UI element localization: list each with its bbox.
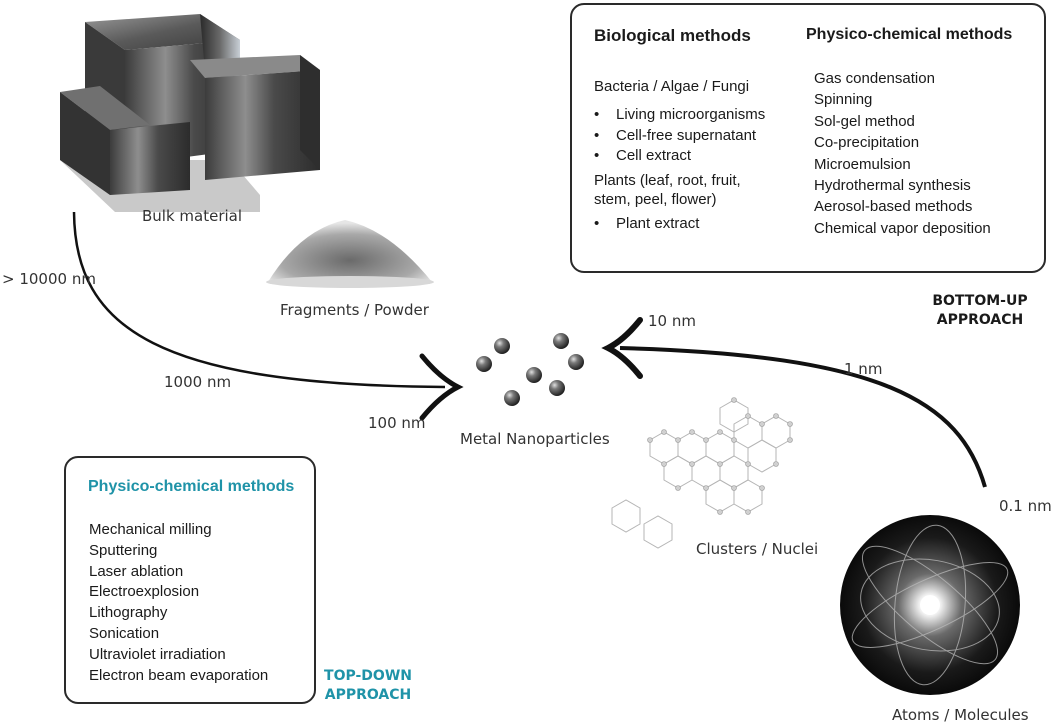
top-down-approach-line2: APPROACH: [324, 687, 412, 703]
list-item: Microemulsion: [814, 155, 911, 173]
bottom-up-approach-line1: BOTTOM-UP: [932, 293, 1028, 309]
bottom-up-physchem-title: Physico-chemical methods: [806, 26, 1013, 43]
top-down-methods-box: Physico-chemical methods Mechanical mill…: [64, 456, 316, 704]
plants-group-label-line2: stem, peel, flower): [594, 191, 717, 208]
list-item: Chemical vapor deposition: [814, 219, 991, 237]
list-item: Living microorganisms: [594, 105, 765, 126]
top-down-approach-label: TOP-DOWN APPROACH: [318, 667, 418, 705]
list-item: Lithography: [89, 604, 168, 622]
list-item: Spinning: [814, 91, 873, 109]
list-item: Electroexplosion: [89, 583, 200, 601]
scale-label-1000nm: 1000 nm: [164, 373, 232, 391]
scale-label-1nm: 1 nm: [844, 360, 883, 378]
list-item: Plant extract: [594, 214, 699, 235]
microbe-item-list: Living microorganisms Cell-free supernat…: [594, 105, 765, 167]
bottom-up-arrow-curve: [619, 346, 987, 488]
list-item: Ultraviolet irradiation: [89, 645, 226, 663]
atoms-label: Atoms / Molecules: [892, 706, 1029, 724]
top-down-physchem-title: Physico-chemical methods: [88, 478, 295, 495]
plants-group-label-line1: Plants (leaf, root, fruit,: [594, 172, 741, 189]
cluster-nodes: [647, 397, 793, 515]
list-item: Cell extract: [594, 146, 765, 167]
biological-methods-title: Biological methods: [594, 26, 751, 45]
powder-image: [266, 220, 434, 288]
scale-label-10nm: 10 nm: [648, 312, 696, 330]
top-down-arrowhead: [419, 353, 464, 421]
list-item: Electron beam evaporation: [89, 666, 269, 684]
atom-image: [840, 515, 1020, 695]
top-down-arrow-curve: [72, 211, 446, 389]
bottom-up-physchem-list: Gas condensation Spinning Sol-gel method…: [814, 68, 991, 239]
list-item: Gas condensation: [814, 70, 935, 87]
bottom-up-arrowhead: [601, 317, 643, 379]
list-item: Hydrothermal synthesis: [814, 177, 971, 195]
list-item: Sputtering: [89, 541, 158, 559]
clusters-label: Clusters / Nuclei: [696, 540, 819, 558]
scale-label-10000nm: > 10000 nm: [2, 270, 96, 288]
plant-item-list: Plant extract: [594, 214, 699, 235]
scale-label-100nm: 100 nm: [368, 414, 426, 432]
list-item: Co-precipitation: [814, 134, 920, 152]
microbe-group-label: Bacteria / Algae / Fungi: [594, 78, 750, 95]
top-down-approach-line1: TOP-DOWN: [324, 668, 412, 684]
list-item: Cell-free supernatant: [594, 126, 765, 147]
top-down-physchem-list: Mechanical milling Sputtering Laser abla…: [89, 520, 268, 686]
scale-label-01nm: 0.1 nm: [999, 497, 1052, 515]
powder-label: Fragments / Powder: [280, 301, 429, 319]
nanoparticles-label: Metal Nanoparticles: [460, 430, 610, 448]
list-item: Sonication: [89, 624, 160, 642]
list-item: Aerosol-based methods: [814, 198, 973, 216]
bulk-material-label: Bulk material: [142, 207, 243, 225]
nanoparticles-image: [476, 333, 584, 406]
list-item: Laser ablation: [89, 562, 184, 580]
bottom-up-approach-line2: APPROACH: [936, 312, 1024, 328]
bottom-up-methods-box: Biological methods Bacteria / Algae / Fu…: [570, 3, 1046, 273]
list-item: Sol-gel method: [814, 112, 915, 130]
list-item: Mechanical milling: [89, 521, 212, 538]
bulk-material-image: [60, 14, 320, 212]
bottom-up-approach-label: BOTTOM-UP APPROACH: [930, 292, 1030, 330]
